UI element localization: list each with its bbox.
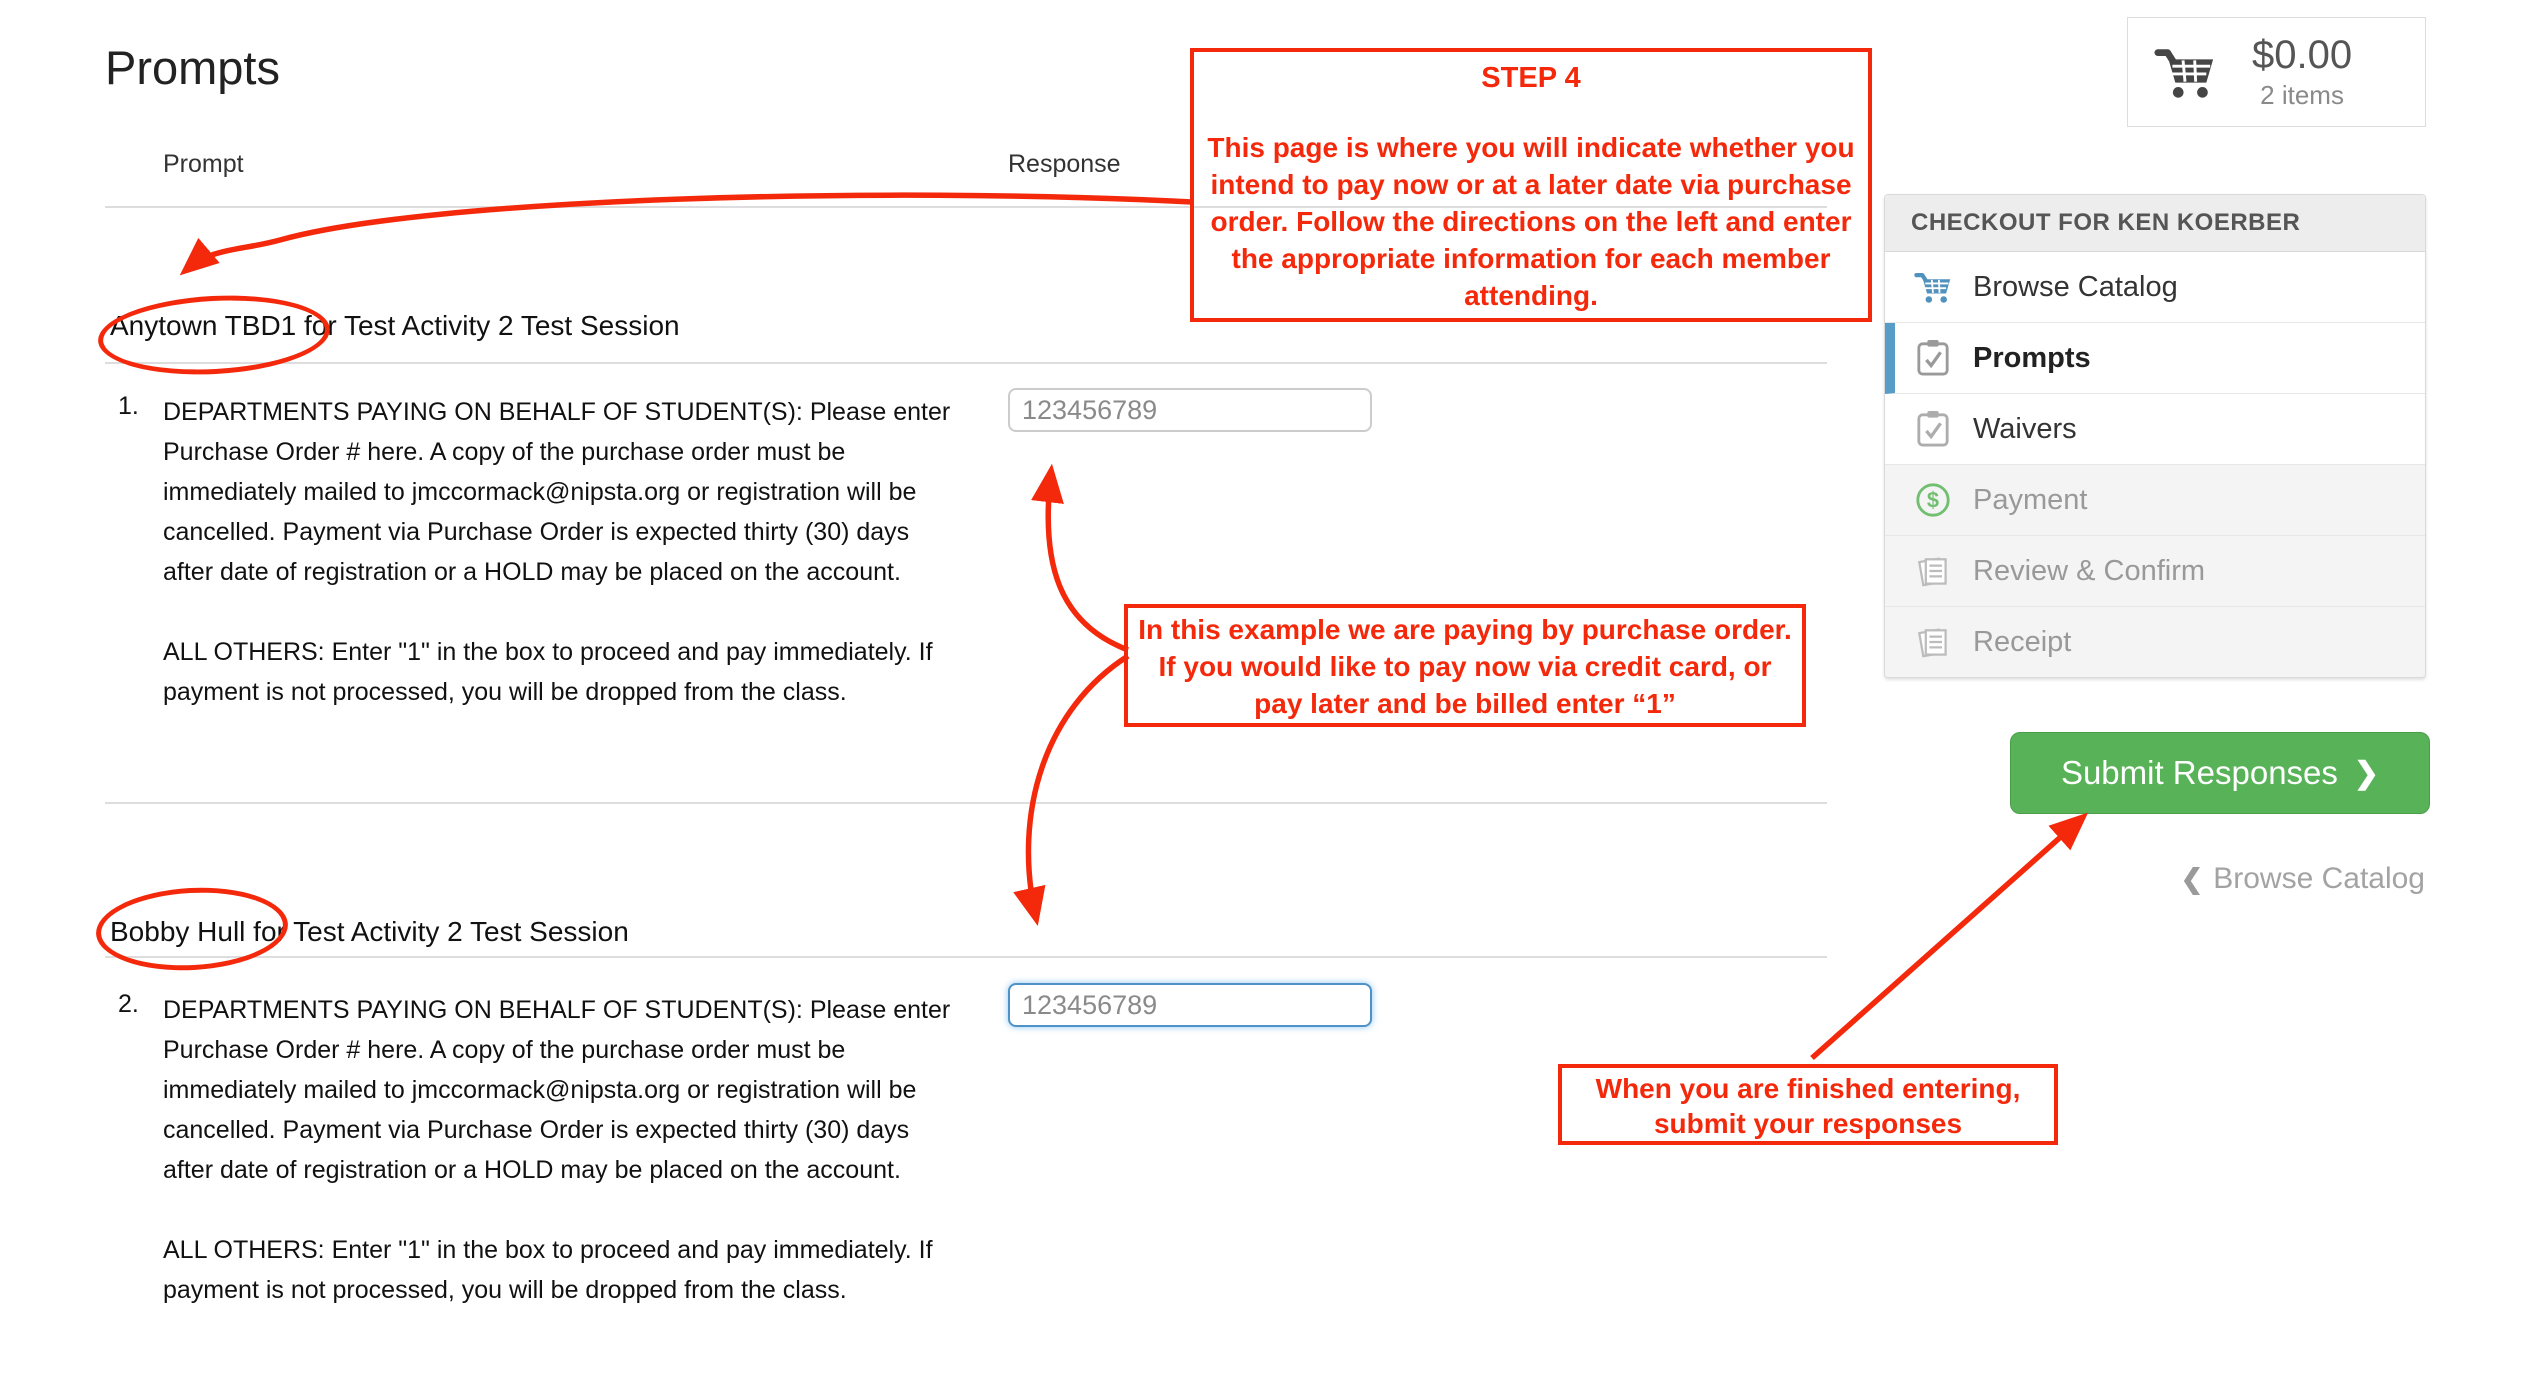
section-divider <box>105 802 1827 804</box>
section-divider <box>105 956 1827 958</box>
prompt-text-2: DEPARTMENTS PAYING ON BEHALF OF STUDENT(… <box>163 990 963 1310</box>
response-input-2[interactable] <box>1008 983 1372 1027</box>
sidebar-item-label: Review & Confirm <box>1973 554 2206 587</box>
prompt-2-paragraph-1: DEPARTMENTS PAYING ON BEHALF OF STUDENT(… <box>163 996 951 1184</box>
sidebar-item-prompts[interactable]: Prompts <box>1885 323 2425 394</box>
pages-icon <box>1911 624 1955 660</box>
cart-icon <box>1911 270 1955 304</box>
sidebar-item-waivers[interactable]: Waivers <box>1885 394 2425 465</box>
prompt-1-paragraph-2: ALL OTHERS: Enter "1" in the box to proc… <box>163 638 933 706</box>
sidebar-item-label: Receipt <box>1973 625 2072 658</box>
prompt-column-header: Prompt <box>163 150 244 178</box>
back-link-label: Browse Catalog <box>2213 862 2425 895</box>
sidebar-item-label: Browse Catalog <box>1973 270 2178 303</box>
prompt-1-paragraph-1: DEPARTMENTS PAYING ON BEHALF OF STUDENT(… <box>163 398 951 586</box>
annotation-circle-anytown <box>96 289 332 381</box>
annotation-finish-box: When you are finished entering, submit y… <box>1558 1064 2058 1145</box>
annotation-circle-bobby-hull <box>93 883 291 975</box>
section-divider <box>105 362 1827 364</box>
sidebar-item-browse-catalog[interactable]: Browse Catalog <box>1885 252 2425 323</box>
submit-button-label: Submit Responses <box>2060 754 2338 791</box>
submit-responses-button[interactable]: Submit Responses ❯ <box>2010 732 2430 814</box>
chevron-right-icon: ❯ <box>2353 756 2380 790</box>
checkout-sidebar-header: CHECKOUT FOR KEN KOERBER <box>1885 195 2425 252</box>
response-input-1[interactable] <box>1008 388 1372 432</box>
section-heading-anytown: Anytown TBD1 for Test Activity 2 Test Se… <box>110 310 680 341</box>
annotation-step4-box: STEP 4 This page is where you will indic… <box>1190 48 1872 322</box>
prompt-number: 2. <box>118 990 139 1018</box>
sidebar-item-label: Prompts <box>1973 341 2091 374</box>
svg-text:$: $ <box>1927 488 1939 513</box>
cart-summary[interactable]: $0.00 2 items <box>2127 17 2426 127</box>
page-title: Prompts <box>105 41 280 94</box>
checkout-sidebar: CHECKOUT FOR KEN KOERBER Browse Catalog … <box>1884 194 2426 678</box>
response-column-header: Response <box>1008 150 1121 178</box>
section-heading-bobby-hull: Bobby Hull for Test Activity 2 Test Sess… <box>110 916 629 947</box>
clipboard-check-icon <box>1911 410 1955 448</box>
shopping-cart-icon <box>2154 45 2216 99</box>
sidebar-item-receipt: Receipt <box>1885 607 2425 677</box>
arrow-example-to-input-2 <box>1013 653 1130 927</box>
sidebar-item-payment: $ Payment <box>1885 465 2425 536</box>
chevron-left-icon: ❮ <box>2180 864 2204 894</box>
annotation-step4-title: STEP 4 <box>1481 62 1581 94</box>
prompt-text-1: DEPARTMENTS PAYING ON BEHALF OF STUDENT(… <box>163 392 963 712</box>
browse-catalog-back-link[interactable]: ❮ Browse Catalog <box>2150 862 2425 896</box>
sidebar-item-review-confirm: Review & Confirm <box>1885 536 2425 607</box>
prompt-2-paragraph-2: ALL OTHERS: Enter "1" in the box to proc… <box>163 1236 933 1304</box>
annotation-step4-body: This page is where you will indicate whe… <box>1207 132 1855 311</box>
prompt-number: 1. <box>118 392 139 420</box>
annotation-example-box: In this example we are paying by purchas… <box>1124 604 1806 727</box>
cart-item-count: 2 items <box>2260 80 2344 110</box>
arrow-example-to-input-1 <box>1031 463 1129 653</box>
arrow-finish-to-submit <box>1810 812 2089 1061</box>
clipboard-check-icon <box>1911 339 1955 377</box>
cart-total: $0.00 <box>2252 33 2353 77</box>
dollar-circle-icon: $ <box>1911 481 1955 519</box>
sidebar-item-label: Waivers <box>1973 412 2077 445</box>
pages-icon <box>1911 553 1955 589</box>
sidebar-item-label: Payment <box>1973 483 2088 516</box>
